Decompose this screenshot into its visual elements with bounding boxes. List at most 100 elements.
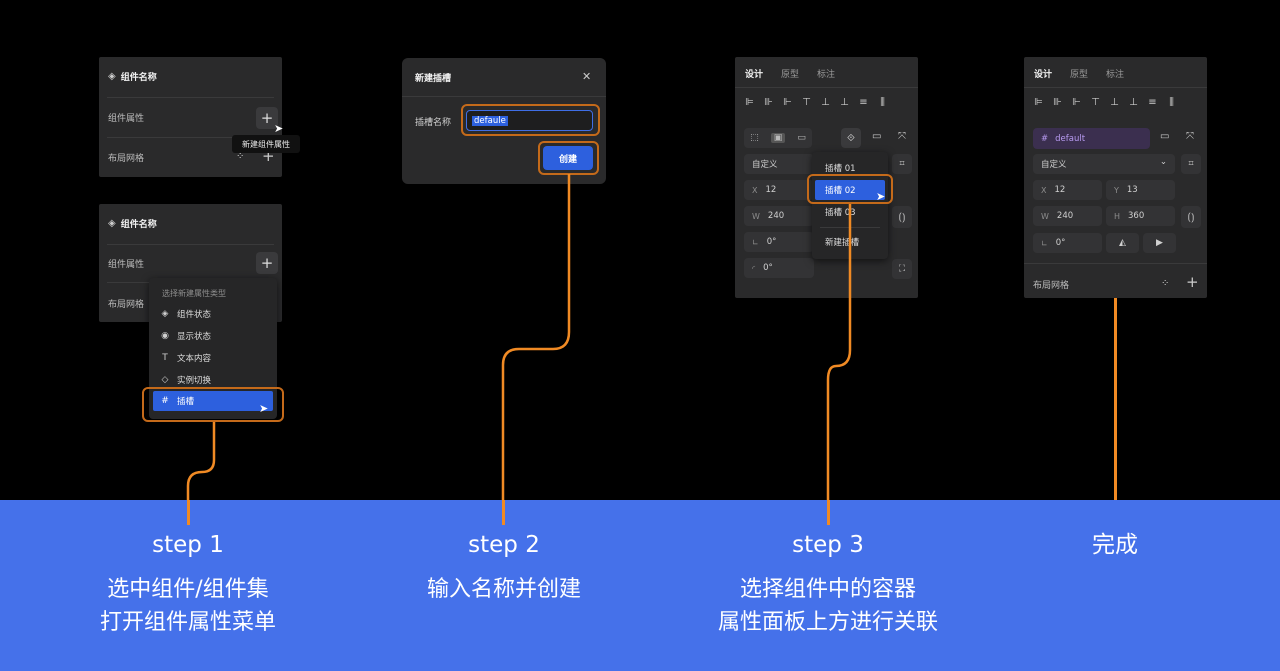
component-props-label: 组件属性: [108, 114, 145, 124]
slot-option-03[interactable]: 插槽 03: [815, 202, 885, 222]
constrain-proportions-icon[interactable]: ⟮⟯: [1181, 206, 1201, 228]
align-center-v-icon[interactable]: ⊥: [821, 97, 830, 108]
new-slot-dialog: 新建插槽 ✕ 插槽名称 defaule 创建: [402, 58, 606, 184]
create-button[interactable]: 创建: [543, 146, 593, 170]
menu-item-display-state[interactable]: ◉ 显示状态: [153, 326, 273, 346]
align-center-v-icon[interactable]: ⊥: [1110, 97, 1119, 108]
x-field[interactable]: X 12: [744, 180, 814, 200]
size-mode-select[interactable]: 自定义: [744, 154, 814, 174]
align-top-icon[interactable]: ⊤: [1091, 97, 1100, 108]
clip-icon[interactable]: ▭: [1160, 131, 1170, 142]
highlight-box: [142, 387, 284, 422]
hash-icon: #: [1041, 133, 1049, 144]
align-center-h-icon[interactable]: ⊪: [764, 97, 773, 108]
align-top-icon[interactable]: ⊤: [802, 97, 811, 108]
align-right-icon[interactable]: ⊩: [783, 97, 792, 108]
h-label: H: [1114, 211, 1121, 221]
add-grid-plus-icon[interactable]: +: [1186, 273, 1199, 291]
focus-icon[interactable]: ⌗: [1181, 154, 1201, 174]
align-left-icon[interactable]: ⊫: [745, 97, 754, 108]
tab-annotate[interactable]: 标注: [1106, 70, 1125, 80]
menu-item-component-state[interactable]: ◈ 组件状态: [153, 304, 273, 324]
size-mode-select[interactable]: 自定义 ⌄: [1033, 154, 1175, 174]
text-icon: T: [162, 353, 168, 363]
divider: [735, 87, 918, 88]
flip-horizontal-button[interactable]: ◭: [1106, 233, 1139, 253]
step-1-title: step 1: [152, 532, 224, 558]
distribute-v-icon[interactable]: ≡: [1148, 97, 1157, 108]
size-mode-value: 自定义: [752, 160, 778, 170]
layout-grid-label: 布局网格: [1033, 281, 1070, 291]
design-panel-done: 设计 原型 标注 ⊫ ⊪ ⊩ ⊤ ⊥ ⊥ ≡ ⫼ # default ▭ ⤧ 自…: [1024, 57, 1207, 298]
align-bottom-icon[interactable]: ⊥: [840, 97, 849, 108]
clip-icon[interactable]: ▭: [872, 131, 882, 142]
tab-annotate[interactable]: 标注: [817, 70, 836, 80]
rotation-field[interactable]: ∟ 0°: [744, 232, 814, 252]
menu-header-text: 选择新建属性类型: [162, 288, 226, 298]
component-icon: ◈: [108, 71, 116, 82]
align-bottom-icon[interactable]: ⊥: [1129, 97, 1138, 108]
window-icon[interactable]: ▭: [797, 133, 806, 143]
close-icon[interactable]: ✕: [582, 70, 592, 83]
menu-item-text-content[interactable]: T 文本内容: [153, 348, 273, 368]
slot-binding-chip[interactable]: # default: [1033, 128, 1150, 149]
step-3-line-2: 属性面板上方进行关联: [717, 610, 938, 635]
menu-item-slot[interactable]: # 插槽: [153, 391, 273, 411]
component-panel-a: ◈ 组件名称 组件属性 + 布局网格 ⁘ +: [99, 57, 282, 177]
y-field[interactable]: Y 13: [1106, 180, 1175, 200]
w-field[interactable]: W 240: [744, 206, 814, 226]
component-icon: ◈: [108, 218, 116, 229]
layout-mode-toggle[interactable]: ⬚ ▣ ▭: [744, 128, 812, 148]
step-2-line-1: 输入名称并创建: [426, 577, 581, 602]
fill-icon[interactable]: ▣: [770, 133, 786, 143]
slot-binding-name: default: [1055, 133, 1086, 144]
new-slot-option[interactable]: 新建插槽: [815, 232, 885, 252]
rotation-value: 0°: [1055, 238, 1066, 248]
w-field[interactable]: W 240: [1033, 206, 1102, 226]
tab-prototype[interactable]: 原型: [781, 70, 800, 80]
align-left-icon[interactable]: ⊫: [1034, 97, 1043, 108]
slot-link-button[interactable]: ⟐: [841, 128, 861, 148]
rotation-field[interactable]: ∟ 0°: [1033, 233, 1102, 253]
distribute-h-icon[interactable]: ⫼: [880, 97, 885, 108]
highlight-box: [461, 104, 600, 136]
distribute-h-icon[interactable]: ⫼: [1169, 97, 1174, 108]
expand-icon[interactable]: ⤧: [1186, 131, 1194, 142]
add-property-button[interactable]: +: [256, 252, 278, 274]
step-2-caption: step 2 输入名称并创建: [374, 530, 634, 606]
step-1-line-2: 打开组件属性菜单: [99, 610, 276, 635]
slot-option-01[interactable]: 插槽 01: [815, 158, 885, 178]
radius-field[interactable]: ◜ 0°: [744, 258, 814, 278]
slot-option-02[interactable]: 插槽 02: [815, 180, 885, 200]
distribute-v-icon[interactable]: ≡: [859, 97, 868, 108]
step-3-title: step 3: [792, 532, 864, 558]
x-field[interactable]: X 12: [1033, 180, 1102, 200]
tab-design[interactable]: 设计: [1034, 70, 1053, 80]
fullscreen-icon[interactable]: ⛶: [892, 259, 912, 279]
tab-prototype[interactable]: 原型: [1070, 70, 1089, 80]
h-field[interactable]: H 360: [1106, 206, 1175, 226]
tooltip: 新建组件属性: [232, 135, 300, 153]
move-icon[interactable]: ⁘: [1161, 278, 1170, 289]
frame-icon[interactable]: ⬚: [750, 133, 759, 143]
size-mode-value: 自定义: [1041, 160, 1067, 170]
constrain-proportions-icon[interactable]: ⟮⟯: [892, 206, 912, 228]
slot-option-label: 插槽 02: [825, 186, 856, 196]
align-right-icon[interactable]: ⊩: [1072, 97, 1081, 108]
expand-icon[interactable]: ⤧: [898, 131, 906, 142]
move-icon[interactable]: ⁘: [236, 151, 245, 162]
add-property-button[interactable]: +: [256, 107, 278, 129]
create-button-label: 创建: [558, 154, 577, 165]
focus-icon[interactable]: ⌗: [892, 154, 912, 174]
connector-tail-3: [827, 500, 830, 525]
highlight-box: [807, 174, 893, 204]
divider: [1024, 87, 1207, 88]
slot-name-input[interactable]: defaule: [466, 110, 593, 131]
flip-vertical-button[interactable]: ▶: [1143, 233, 1176, 253]
highlight-box: [538, 141, 599, 175]
menu-item-instance-swap[interactable]: ◇ 实例切换: [153, 370, 273, 390]
rotation-value: 0°: [766, 237, 777, 247]
dialog-title: 新建插槽: [415, 74, 452, 84]
tab-design[interactable]: 设计: [745, 70, 764, 80]
align-center-h-icon[interactable]: ⊪: [1053, 97, 1062, 108]
